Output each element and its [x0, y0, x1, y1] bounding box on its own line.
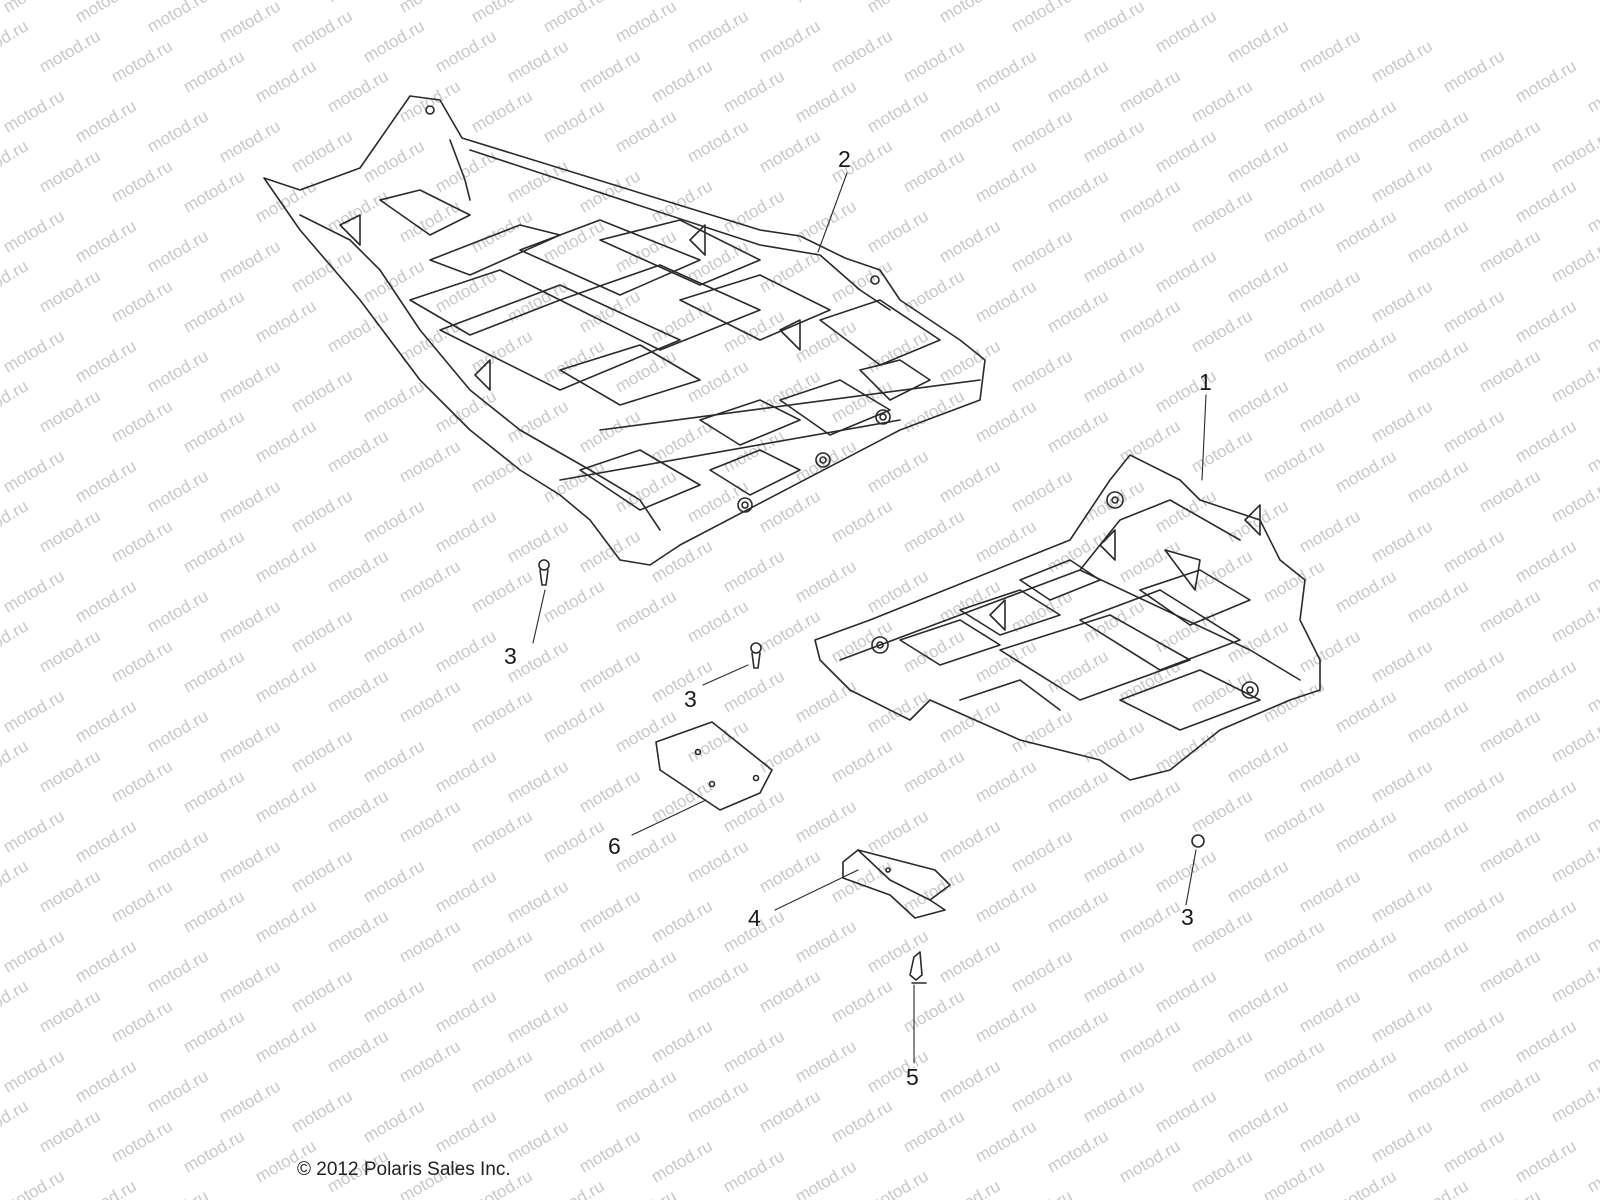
callout-3-right: 3 — [1181, 904, 1194, 930]
fastener-3b-icon — [750, 642, 762, 669]
skid-plate-part-1 — [814, 454, 1321, 781]
skid-plate-part-2 — [263, 95, 986, 566]
fastener-5-icon — [909, 951, 927, 984]
bracket-part-4 — [842, 849, 951, 919]
copyright-text: © 2012 Polaris Sales Inc. — [297, 1159, 511, 1180]
callout-2: 2 — [838, 146, 851, 172]
callout-6: 6 — [608, 833, 621, 859]
fastener-3a-icon — [538, 559, 550, 586]
leader-lines — [532, 172, 1207, 1064]
callout-4: 4 — [748, 905, 761, 931]
callout-3-middle: 3 — [684, 686, 697, 712]
plate-part-6 — [655, 721, 773, 811]
callout-3-left: 3 — [504, 643, 517, 669]
fastener-3c-icon — [1191, 834, 1205, 848]
callout-1: 1 — [1199, 369, 1212, 395]
callout-5: 5 — [906, 1064, 919, 1090]
